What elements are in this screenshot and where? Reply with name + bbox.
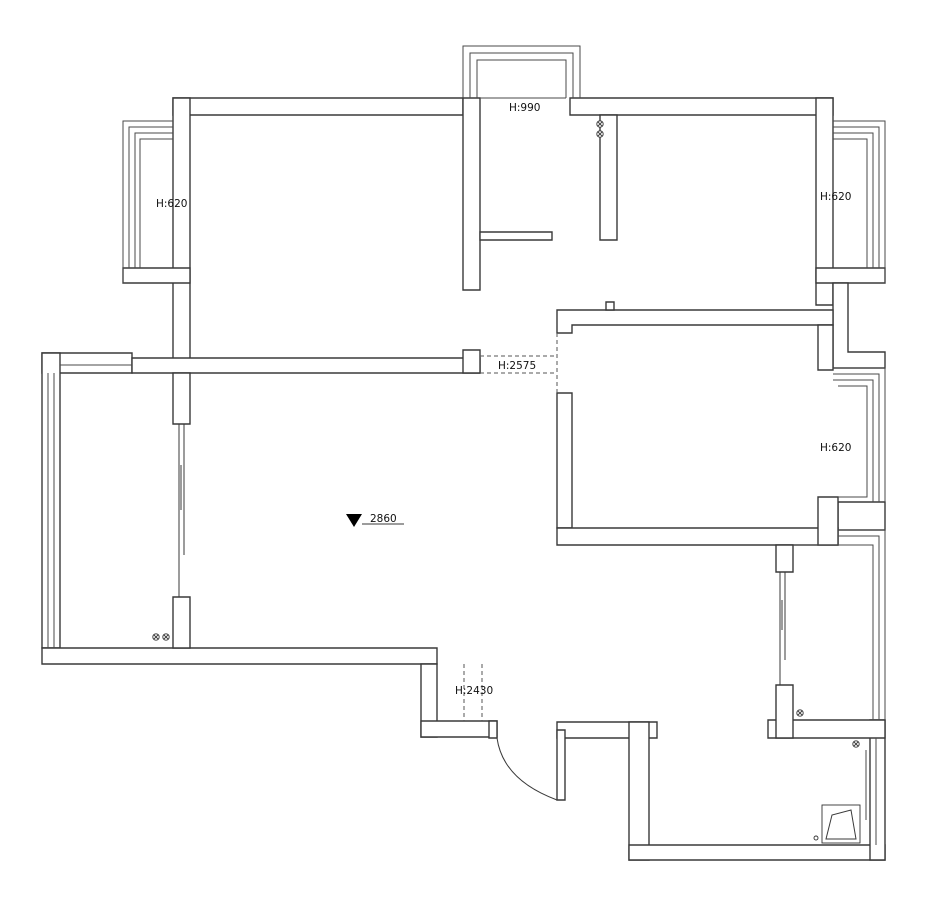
window-right-lower-label: H:620 xyxy=(820,442,851,454)
fixtures xyxy=(152,120,861,844)
level-marker: 2860 xyxy=(346,513,404,527)
openings xyxy=(463,333,558,721)
drain-icon xyxy=(596,130,604,138)
level-triangle-icon xyxy=(346,514,362,527)
boiler-icon xyxy=(813,804,861,844)
drain-icon xyxy=(796,709,804,717)
windows xyxy=(47,45,886,845)
drain-icon xyxy=(596,120,604,128)
window-top-label: H:990 xyxy=(509,102,540,114)
opening-middle-label: H:2575 xyxy=(498,360,536,372)
drain-icon xyxy=(852,740,860,748)
opening-entry-label: H:2430 xyxy=(455,685,493,697)
floor-level-label: 2860 xyxy=(370,513,397,525)
drain-icon xyxy=(152,633,160,641)
window-left-label: H:620 xyxy=(156,198,187,210)
window-right-upper-label: H:620 xyxy=(820,191,851,203)
entry-door xyxy=(489,737,558,801)
height-labels: H:990 H:620 H:620 H:620 H:2575 H:2430 xyxy=(156,102,851,697)
drain-icon xyxy=(162,633,170,641)
exterior-walls xyxy=(41,97,886,861)
